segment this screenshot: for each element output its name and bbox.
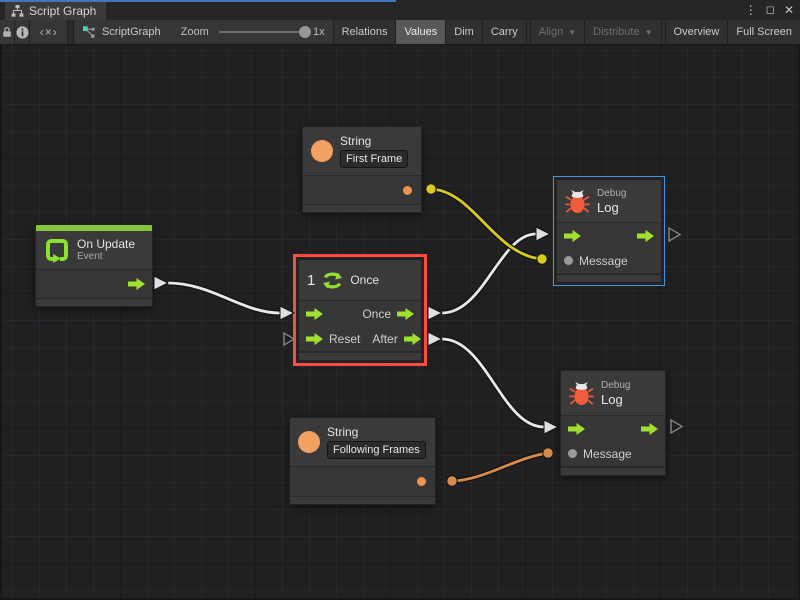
node-footer (303, 204, 421, 212)
carry-button[interactable]: Carry (483, 20, 527, 44)
graph-hierarchy-icon (11, 5, 24, 17)
string-type-icon (298, 431, 320, 453)
port-label-message: Message (583, 447, 632, 461)
relations-button[interactable]: Relations (334, 20, 397, 44)
string-value-input[interactable]: First Frame (340, 150, 408, 168)
port-label-message: Message (579, 254, 628, 268)
info-button[interactable] (15, 20, 30, 44)
chevron-down-icon: ▼ (568, 28, 576, 37)
node-once[interactable]: 1 Once Once (298, 259, 422, 361)
on-update-loop-icon (44, 237, 70, 263)
flow-input-port[interactable] (568, 423, 585, 435)
node-title: Log (601, 392, 630, 407)
flow-output-port[interactable] (641, 423, 658, 435)
once-cycle-icon (322, 270, 343, 291)
tab-bar: Script Graph ⋮ ◻ ✕ (0, 0, 800, 20)
node-title: On Update (77, 237, 135, 251)
flow-output-port[interactable] (404, 333, 421, 345)
code-toggle-icon: ‹×› (40, 25, 58, 39)
align-dropdown[interactable]: Align ▼ (530, 20, 585, 44)
port-label-after: After (372, 332, 397, 346)
flow-input-port[interactable] (306, 333, 323, 345)
string-value-input[interactable]: Following Frames (327, 441, 426, 459)
flow-output-port[interactable] (128, 278, 145, 290)
node-footer (290, 496, 435, 504)
overview-button[interactable]: Overview (665, 20, 729, 44)
string-type-icon (311, 140, 333, 162)
node-footer (557, 274, 661, 282)
zoom-value: 1x (313, 26, 325, 38)
node-footer (561, 467, 665, 475)
zoom-label: Zoom (181, 26, 209, 38)
dim-button[interactable]: Dim (446, 20, 483, 44)
chevron-down-icon: ▼ (645, 28, 653, 37)
string-output-port[interactable] (403, 186, 412, 195)
code-preview-toggle[interactable]: ‹×› (30, 20, 68, 44)
distribute-dropdown[interactable]: Distribute ▼ (585, 20, 661, 44)
graph-name[interactable]: ScriptGraph (102, 26, 161, 38)
message-input-port[interactable] (568, 449, 577, 458)
full-screen-button[interactable]: Full Screen (728, 20, 800, 44)
debug-bug-icon (565, 189, 590, 214)
port-label-once: Once (362, 307, 391, 321)
message-input-port[interactable] (564, 256, 573, 265)
values-button[interactable]: Values (396, 20, 446, 44)
close-icon[interactable]: ✕ (784, 0, 794, 20)
port-label-reset: Reset (329, 332, 360, 346)
string-output-port[interactable] (417, 477, 426, 486)
node-subtitle: Debug (601, 380, 630, 392)
node-string-following-frames[interactable]: String Following Frames (289, 417, 436, 505)
zoom-slider-knob[interactable] (299, 26, 311, 38)
flow-output-port[interactable] (637, 230, 654, 242)
node-string-first-frame[interactable]: String First Frame (302, 126, 422, 213)
node-on-update[interactable]: On Update Event (35, 224, 153, 307)
tab-script-graph[interactable]: Script Graph (5, 2, 106, 20)
lock-button[interactable] (0, 20, 15, 44)
node-debug-log-bottom[interactable]: Debug Log Message (560, 370, 666, 476)
node-title: String (327, 425, 426, 439)
flow-input-port[interactable] (306, 308, 323, 320)
once-counter: 1 (307, 272, 315, 289)
selection-outline-debug-log-top: Debug Log Message (553, 176, 665, 286)
node-title: Once (350, 273, 379, 287)
lock-icon (1, 26, 13, 38)
graph-breadcrumb: ScriptGraph Zoom 1x (74, 20, 334, 44)
node-title: Log (597, 200, 626, 215)
info-icon (16, 26, 29, 39)
window-menu-icon[interactable]: ⋮ (745, 0, 757, 20)
node-subtitle: Debug (597, 188, 626, 200)
debug-bug-icon (569, 381, 594, 406)
flow-input-port[interactable] (564, 230, 581, 242)
graph-toolbar: ‹×› ScriptGraph Zoom 1x Relations Values… (0, 20, 800, 45)
node-debug-log-top[interactable]: Debug Log Message (556, 179, 662, 283)
node-footer (36, 298, 152, 306)
node-title: String (340, 134, 408, 148)
zoom-slider[interactable] (219, 31, 307, 33)
script-graph-asset-icon (82, 25, 96, 40)
flow-output-port[interactable] (397, 308, 414, 320)
toolbar-toggle-group: Relations Values Dim Carry Align ▼ Distr… (334, 20, 800, 44)
selection-outline-once: 1 Once Once (293, 254, 427, 366)
node-footer (299, 352, 421, 360)
tab-title: Script Graph (29, 4, 96, 18)
maximize-icon[interactable]: ◻ (766, 0, 775, 20)
node-subtitle: Event (77, 251, 135, 263)
